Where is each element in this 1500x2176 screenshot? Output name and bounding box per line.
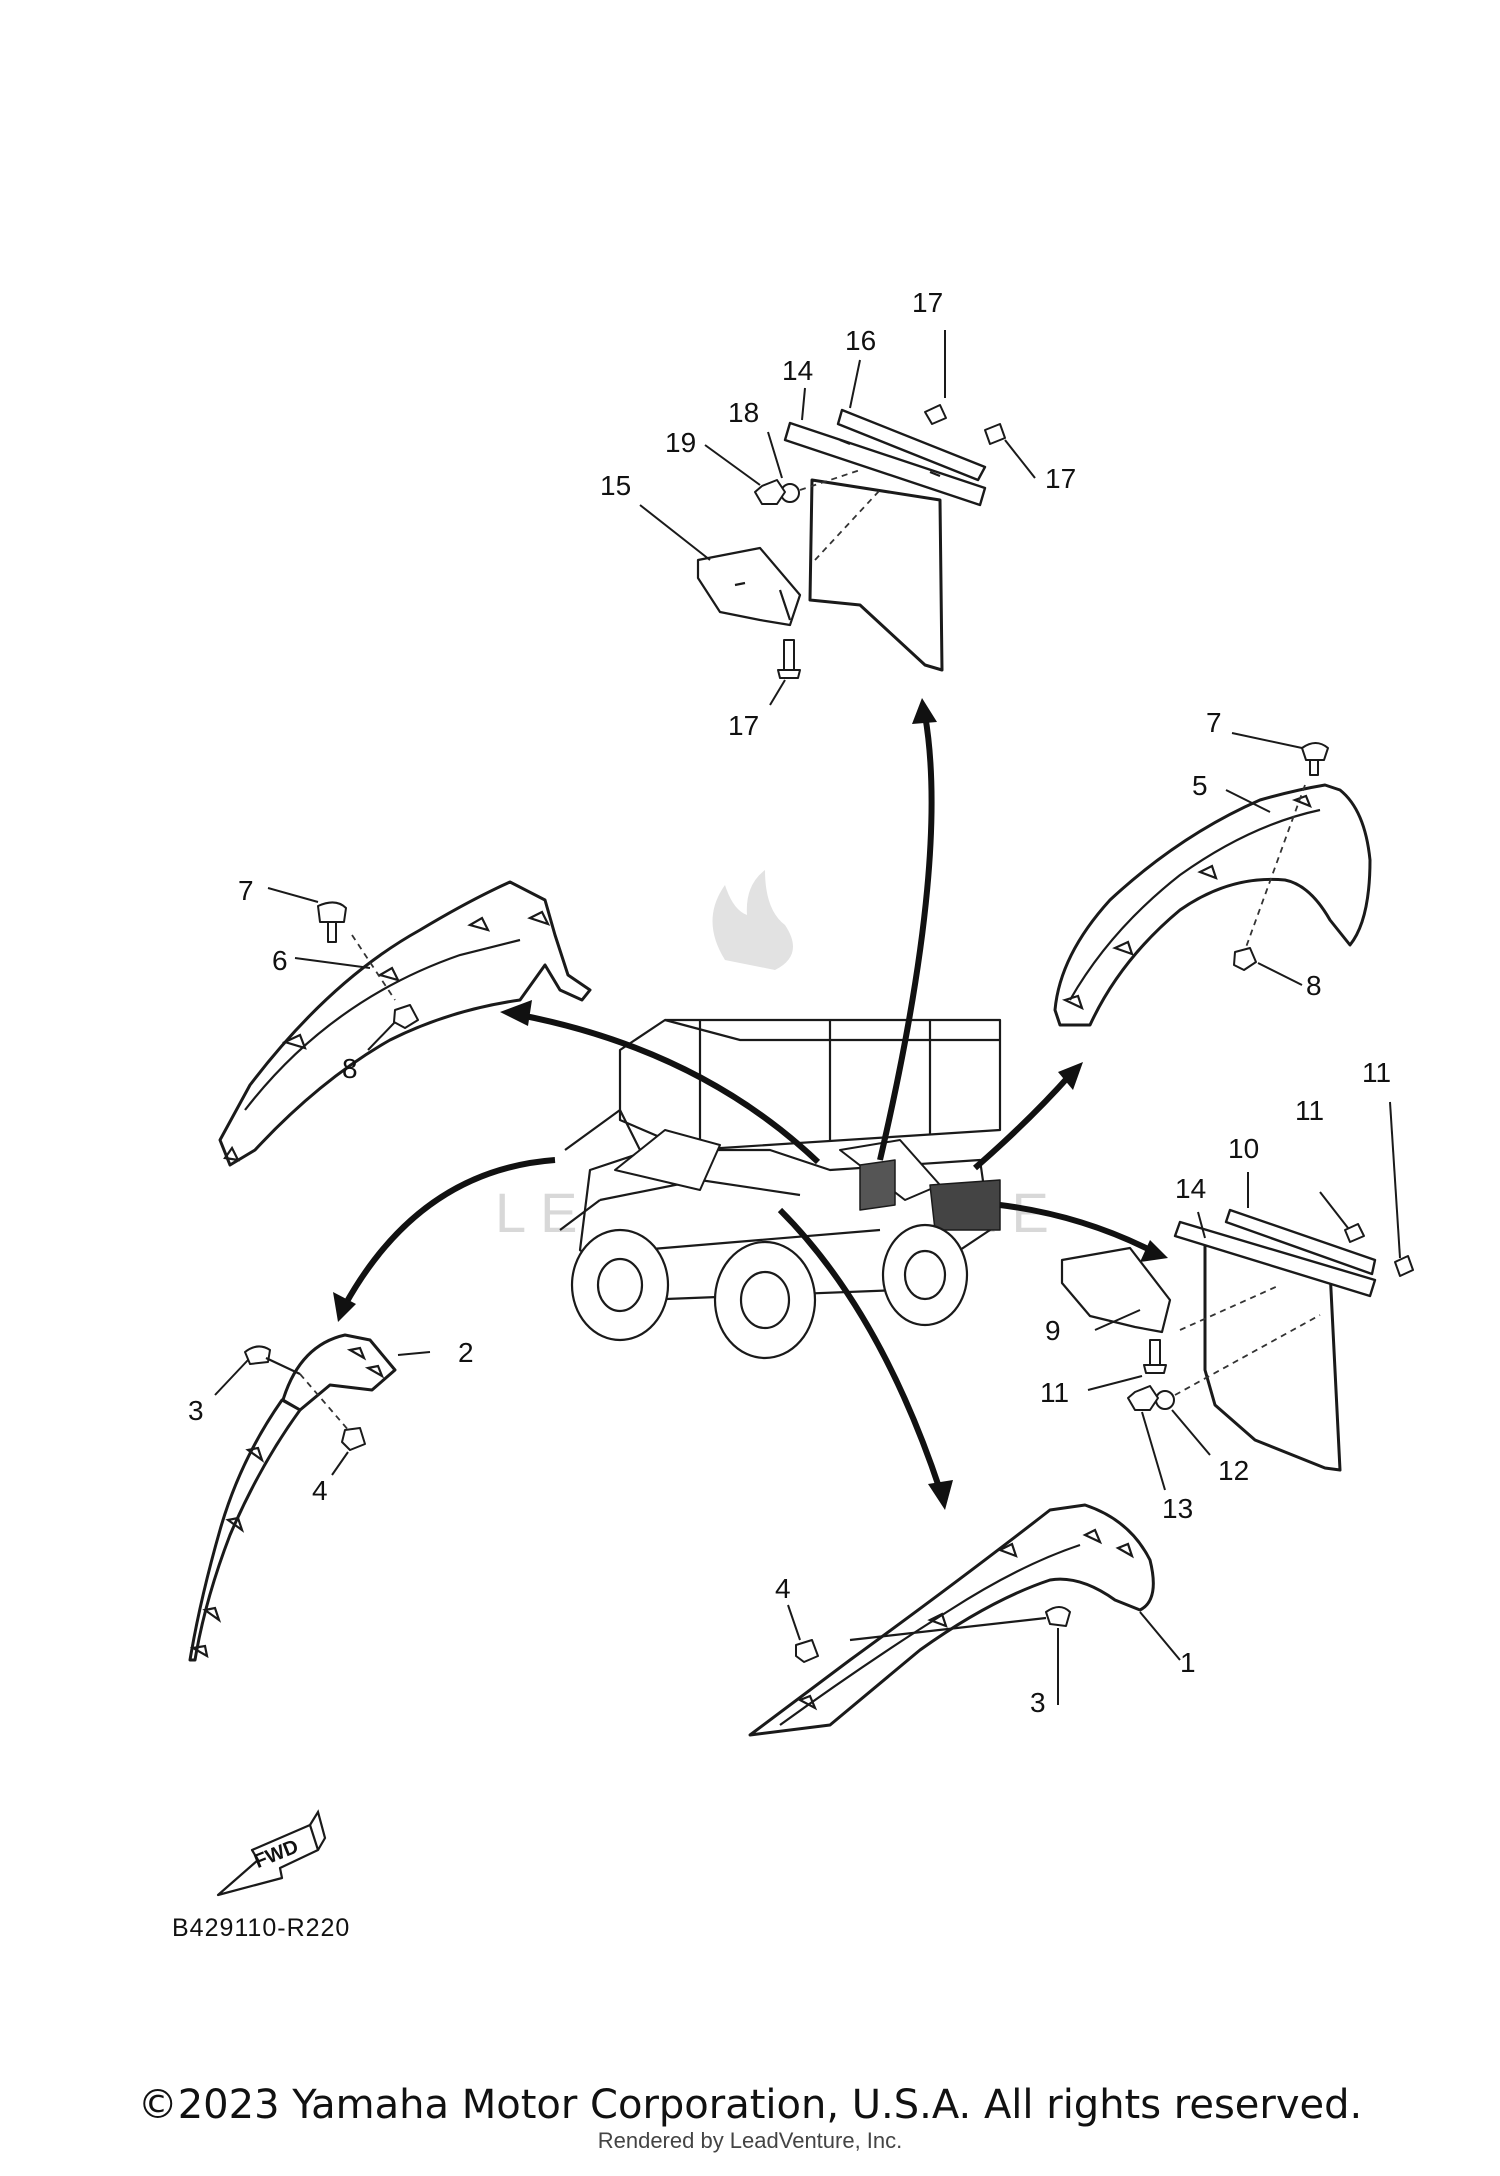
bolt-3-right: [849, 1606, 1071, 1642]
fasteners-right: [1127, 1223, 1414, 1411]
vehicle-illustration: [559, 1018, 1002, 1360]
callout-7-right: 7: [1206, 707, 1222, 738]
part-1-fender: [748, 1503, 1155, 1737]
callout-7-left: 7: [238, 875, 254, 906]
callout-6: 6: [272, 945, 288, 976]
mud-flap-top: [808, 478, 944, 672]
bolt-3-left: [244, 1345, 351, 1433]
bracket-14-top: [783, 421, 987, 507]
callout-2: 2: [458, 1337, 474, 1368]
callout-18: 18: [728, 397, 759, 428]
callout-3-right: 3: [1030, 1687, 1046, 1718]
bracket-16-top: [836, 408, 987, 482]
callout-14-top: 14: [782, 355, 813, 386]
callout-8-left: 8: [342, 1053, 358, 1084]
callout-13: 13: [1162, 1493, 1193, 1524]
callout-17-bottom: 17: [728, 710, 759, 741]
callout-12: 12: [1218, 1455, 1249, 1486]
rendered-by: Rendered by LeadVenture, Inc.: [597, 2128, 903, 2153]
part-2-flap-upper: [281, 1333, 397, 1412]
part-5-fender: [1053, 783, 1372, 1027]
diagram-code: B429110-R220: [172, 1914, 350, 1942]
leader-lines: [214, 330, 1401, 1705]
bracket-15-top: [696, 546, 802, 627]
bolt-7-right: [1244, 742, 1329, 951]
copyright-notice: ©2023 Yamaha Motor Corporation, U.S.A. A…: [137, 2082, 1363, 2128]
assembly-arrows: [333, 698, 1168, 1510]
bracket-14-right: [1173, 1220, 1377, 1298]
bracket-10-right: [1224, 1208, 1377, 1276]
callout-14-right: 14: [1175, 1173, 1206, 1204]
fwd-indicator: FWD: [216, 1809, 327, 1897]
fasteners-top: [754, 404, 1006, 679]
callout-16: 16: [845, 325, 876, 356]
callout-11-a: 11: [1295, 1095, 1324, 1126]
callout-4-right: 4: [775, 1573, 791, 1604]
callout-17-right: 17: [1045, 463, 1076, 494]
callout-15: 15: [600, 470, 631, 501]
callout-5: 5: [1192, 770, 1208, 801]
mud-flap-right: [1203, 1243, 1342, 1472]
callout-11-c: 11: [1040, 1377, 1069, 1408]
callout-17-top: 17: [912, 287, 943, 318]
callout-4-left: 4: [312, 1475, 328, 1506]
part-fender-lower-left: [188, 1398, 302, 1662]
callout-11-b: 11: [1362, 1057, 1391, 1088]
callout-1: 1: [1180, 1647, 1196, 1678]
clip-4-right: [795, 1639, 819, 1663]
callout-labels: 1 2 3 3 4 4 5 6 7 7 8 8 9 10 11 11 11 12…: [188, 287, 1391, 1718]
callout-8-right: 8: [1306, 970, 1322, 1001]
clip-8-left: [393, 1004, 419, 1029]
callout-10: 10: [1228, 1133, 1259, 1164]
bolt-7-left: [317, 901, 396, 1001]
callout-3-left: 3: [188, 1395, 204, 1426]
bracket-9-right: [1060, 1246, 1172, 1334]
callout-9: 9: [1045, 1315, 1061, 1346]
clip-8-right: [1233, 947, 1257, 971]
callout-19: 19: [665, 427, 696, 458]
clip-4-left: [341, 1427, 366, 1451]
